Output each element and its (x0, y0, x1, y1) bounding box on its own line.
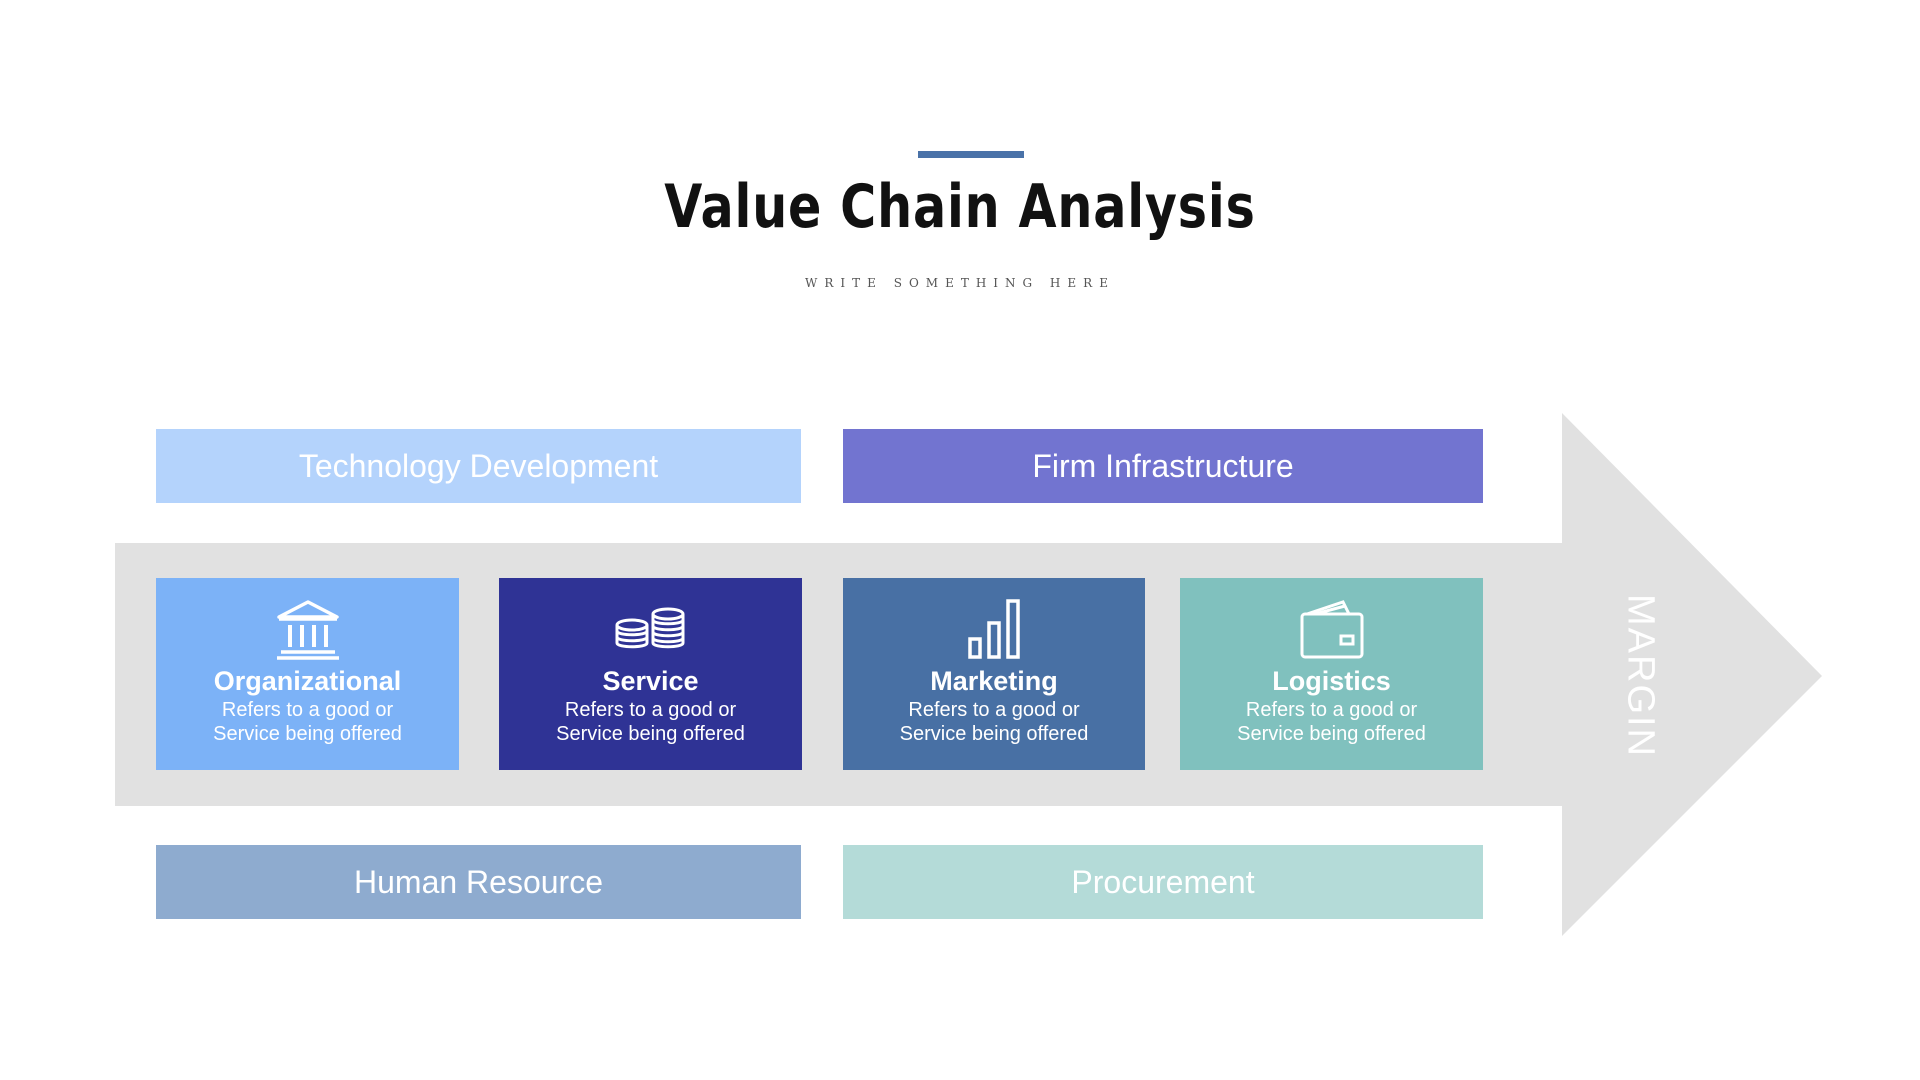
bank-icon (275, 596, 341, 662)
marketing-card: Marketing Refers to a good or Service be… (843, 578, 1145, 770)
organizational-description: Refers to a good or Service being offere… (213, 699, 402, 745)
technology-development-box: Technology Development (156, 429, 801, 503)
procurement-box: Procurement (843, 845, 1483, 919)
service-card: Service Refers to a good or Service bein… (499, 578, 802, 770)
page-title: Value Chain Analysis (664, 172, 1256, 242)
wallet-icon (1299, 596, 1365, 662)
organizational-title: Organizational (213, 666, 402, 696)
marketing-description: Refers to a good or Service being offere… (899, 699, 1089, 745)
marketing-title: Marketing (930, 666, 1058, 696)
page-subtitle: WRITE SOMETHING HERE (805, 276, 1115, 290)
service-description: Refers to a good or Service being offere… (556, 699, 745, 745)
logistics-title: Logistics (1272, 666, 1391, 696)
bar-chart-icon (966, 596, 1022, 662)
logistics-description: Refers to a good or Service being offere… (1237, 699, 1426, 745)
firm-infrastructure-box: Firm Infrastructure (843, 429, 1483, 503)
organizational-card: Organizational Refers to a good or Servi… (156, 578, 459, 770)
human-resource-box: Human Resource (156, 845, 801, 919)
service-title: Service (602, 666, 699, 696)
logistics-card: Logistics Refers to a good or Service be… (1180, 578, 1483, 770)
title-accent-bar (918, 151, 1024, 158)
coins-icon (614, 596, 688, 662)
